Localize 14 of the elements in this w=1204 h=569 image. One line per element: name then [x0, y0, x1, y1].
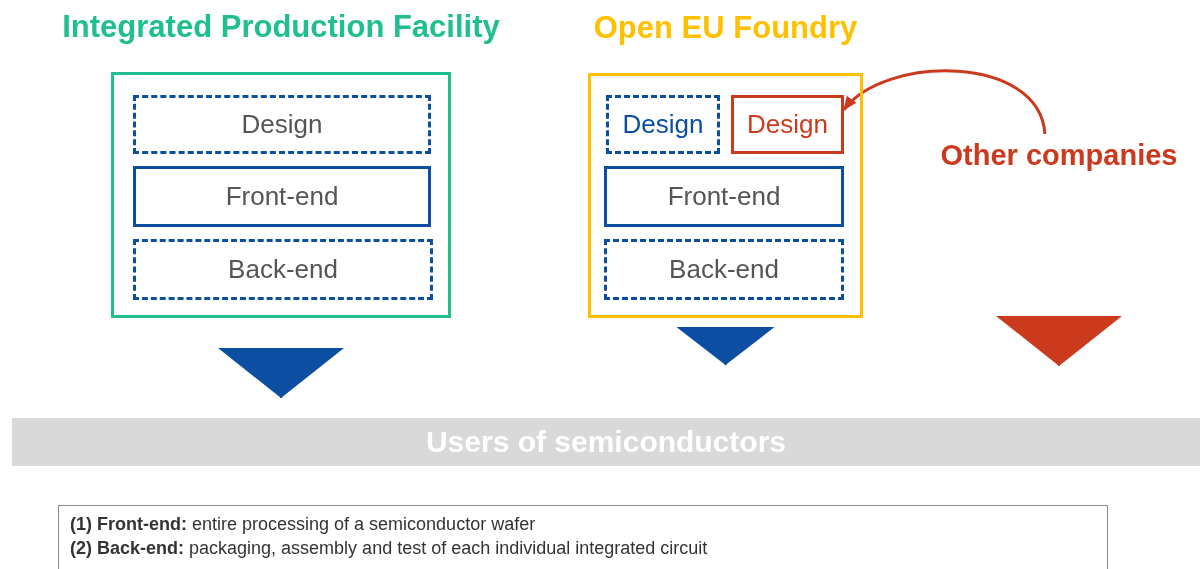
process-box: Front-end	[133, 166, 431, 227]
process-box: Design	[731, 95, 844, 154]
group-title: Integrated Production Facility	[61, 9, 501, 45]
curved-arrow	[842, 69, 1047, 135]
process-box: Front-end	[604, 166, 844, 227]
group-title: Open EU Foundry	[592, 10, 859, 46]
definition-text: (1) Front-end: entire processing of a semiconductor wafer	[70, 513, 537, 536]
process-box: Design	[133, 95, 431, 154]
process-box: Design	[606, 95, 720, 154]
process-box: Back-end	[604, 239, 844, 300]
company-label: Other companies	[918, 134, 1200, 176]
process-box: Back-end	[133, 239, 433, 300]
definition-text: (2) Back-end: packaging, assembly and test of each individual integrated circuit	[70, 537, 709, 560]
definition-box	[58, 505, 1108, 569]
